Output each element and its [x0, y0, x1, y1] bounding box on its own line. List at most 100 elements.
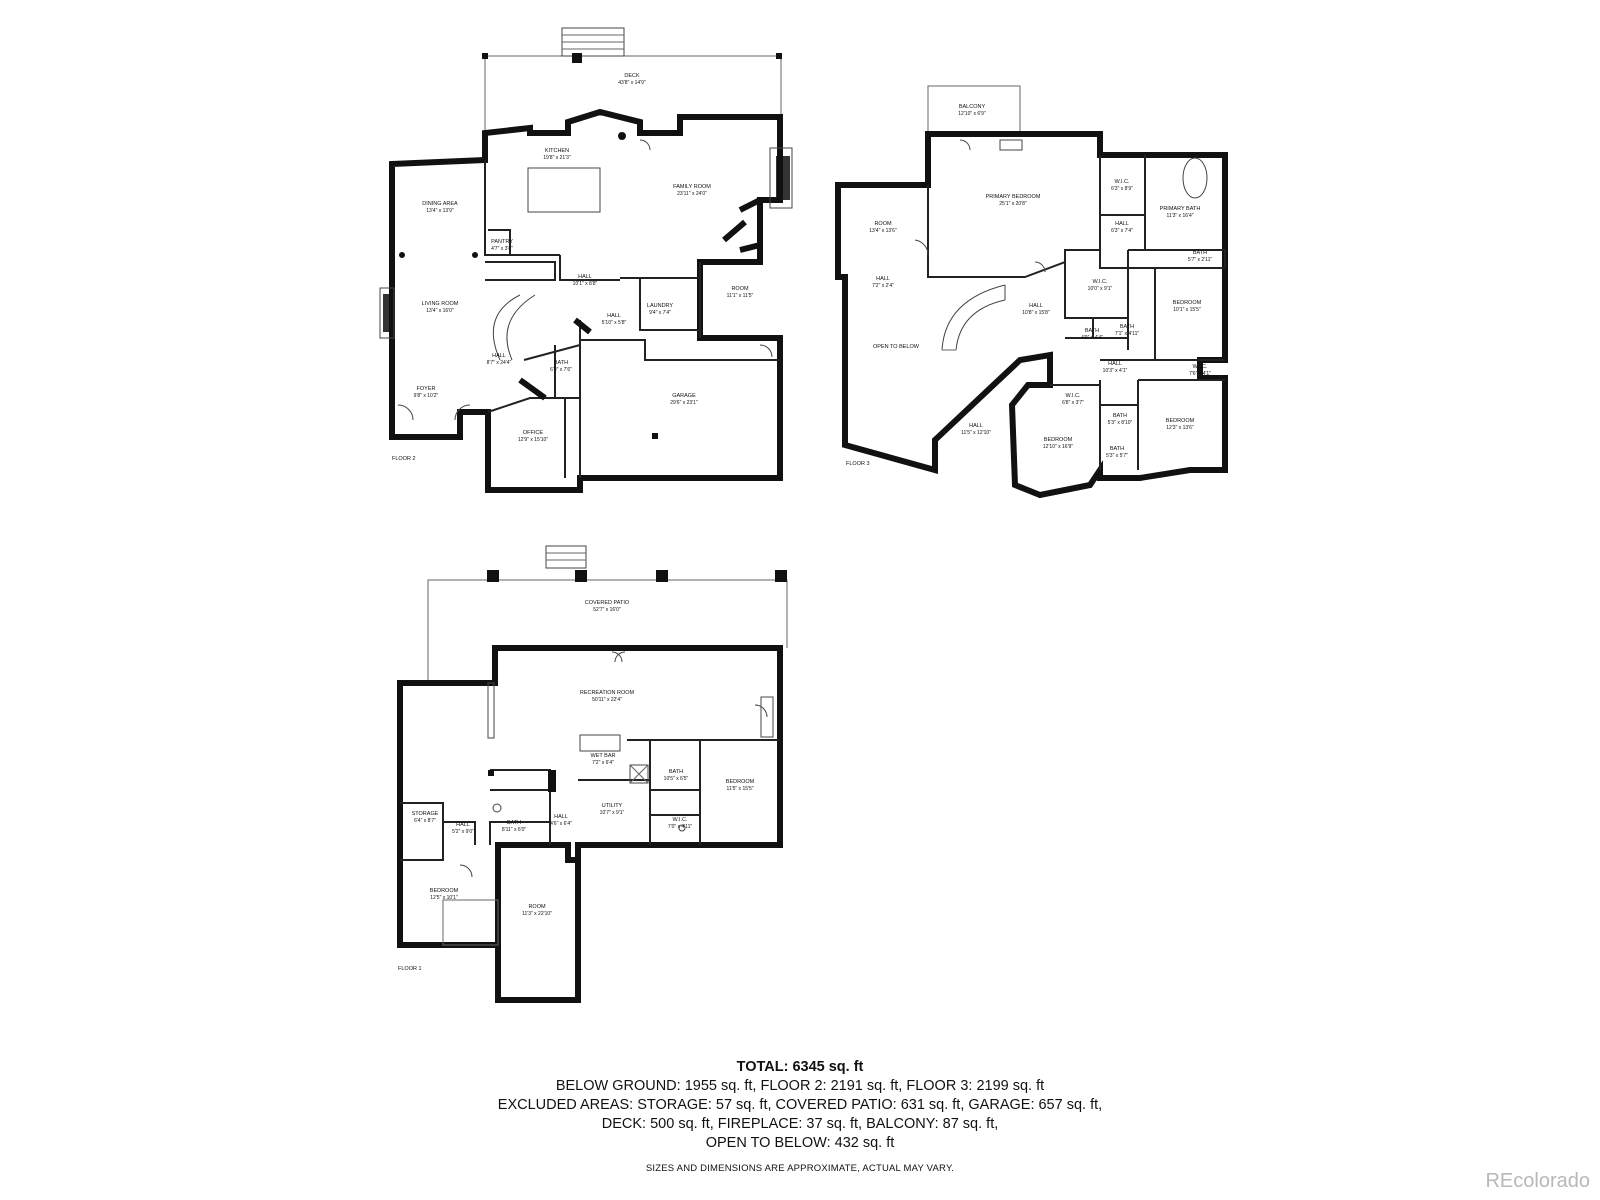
room-hall-2-name: HALL [607, 313, 621, 319]
room-utility-name: UTILITY [602, 803, 623, 809]
room-bath-3-name: BATH [1120, 324, 1134, 330]
room-bath-3-dims: 7'1" x 4'11" [1115, 331, 1139, 337]
deck-outline [484, 55, 782, 133]
room-hall-6-name: HALL [1029, 303, 1043, 309]
room-bedroom-5-dims: 12'5" x 10'1" [430, 895, 458, 901]
room-hall-1-name: HALL [578, 274, 592, 280]
room-bath-name: BATH [554, 360, 568, 366]
room-bath-4-dims: 5'3" x 8'10" [1108, 420, 1133, 426]
floor-2-plan [379, 27, 793, 493]
room-hall-5-dims: 7'2" x 2'4" [872, 283, 894, 289]
room-primary-bath-name: PRIMARY BATH [1160, 206, 1201, 212]
room-primary-dims: 25'1" x 20'8" [999, 201, 1027, 207]
room-bath-4-name: BATH [1113, 413, 1127, 419]
room-foyer-name: FOYER [417, 386, 436, 392]
room-bath-2-name: BATH [1085, 328, 1099, 334]
room-bedroom-3-name: BEDROOM [1044, 437, 1073, 443]
room-wic-1-dims: 6'3" x 8'9" [1111, 186, 1133, 192]
room-laundry-name: LAUNDRY [647, 303, 674, 309]
area-summary: TOTAL: 6345 sq. ft BELOW GROUND: 1955 sq… [0, 1058, 1600, 1153]
room-hall-8-name: HALL [969, 423, 983, 429]
floor-1-exterior-wall [397, 645, 783, 948]
room-bath-5-dims: 5'3" x 5'7" [1106, 453, 1128, 459]
floor-3-plan [835, 85, 1228, 499]
room-room1-name: ROOM [528, 904, 546, 910]
summary-line-3: DECK: 500 sq. ft, FIREPLACE: 37 sq. ft, … [601, 1116, 999, 1132]
kitchen-island [527, 167, 601, 213]
floor-2-label: FLOOR 2 [392, 456, 416, 462]
room-hall-9-name: HALL [456, 822, 470, 828]
room-bath-1-name: BATH [1193, 250, 1207, 256]
room-rec-dims: 50'11" x 22'4" [592, 697, 622, 703]
room-wic-4-name: W.I.C. [1066, 393, 1081, 399]
room-bath-7-dims: 8'11" x 6'0" [502, 827, 526, 833]
room-hall-10-name: HALL [554, 814, 568, 820]
room-office-name: OFFICE [523, 430, 543, 436]
room-hall-1-dims: 10'1" x 8'8" [573, 281, 598, 287]
room-wet-bar-name: WET BAR [591, 753, 616, 759]
room-rec-name: RECREATION ROOM [580, 690, 635, 696]
floor-1-labels: COVERED PATIO 52'7" x 16'0" RECREATION R… [398, 600, 755, 972]
room-balcony-dims: 12'10" x 6'9" [958, 111, 986, 117]
room-wic-5-dims: 7'0" x 4'11" [668, 824, 692, 830]
floor-1-label: FLOOR 1 [398, 966, 422, 972]
room-bedroom-4-dims: 11'5" x 15'5" [726, 786, 753, 792]
room-hall-4-name: HALL [1115, 221, 1129, 227]
room-bath-5-name: BATH [1110, 446, 1124, 452]
room-wic-2-name: W.I.C. [1093, 279, 1108, 285]
balcony-outline [927, 85, 1021, 135]
room-kitchen-dims: 19'8" x 21'3" [543, 155, 571, 161]
room-patio-dims: 52'7" x 16'0" [593, 607, 621, 613]
room-wic-3-dims: 7'6" x 4'1" [1189, 371, 1211, 377]
room-bath-dims: 6'0" x 7'6" [550, 367, 572, 373]
room-bath-6-dims: 10'5" x 6'5" [664, 776, 689, 782]
room-hall-3-dims: 8'7" x 24'4" [487, 360, 512, 366]
floor-3-labels: BALCONY 12'10" x 6'9" PRIMARY BEDROOM 25… [846, 104, 1212, 467]
room-wic-3-name: W.I.C. [1193, 364, 1208, 370]
room-wic-1-name: W.I.C. [1115, 179, 1130, 185]
room-bedroom-2-name: BEDROOM [1166, 418, 1195, 424]
room-laundry-dims: 9'4" x 7'4" [649, 310, 671, 316]
room-hall-8-dims: 11'5" x 12'10" [961, 430, 991, 436]
floor-2-labels: DECK 43'8" x 14'9" KITCHEN 19'8" x 21'3"… [392, 73, 754, 462]
room-utility-dims: 10'7" x 9'1" [600, 810, 625, 816]
room-pantry-name: PANTRY [491, 239, 513, 245]
floor-1-plan [397, 545, 788, 1003]
room-living-dims: 13'4" x 16'0" [426, 308, 454, 314]
room-room1-dims: 11'3" x 22'10" [522, 911, 552, 917]
room-office-dims: 12'9" x 15'10" [518, 437, 548, 443]
room-garage-name: GARAGE [672, 393, 696, 399]
room-hall-10-dims: 4'6" x 6'4" [550, 821, 572, 827]
room-deck-dims: 43'8" x 14'9" [618, 80, 646, 86]
patio-stairs [545, 545, 587, 569]
room-wic-5-name: W.I.C. [673, 817, 688, 823]
room-dining-name: DINING AREA [422, 201, 458, 207]
room-room-dims: 11'1" x 11'5" [727, 293, 754, 299]
room-hall-7-name: HALL [1108, 361, 1122, 367]
wet-bar-counter [579, 734, 621, 752]
room-storage-dims: 6'4" x 8'7" [414, 818, 436, 824]
room-balcony-name: BALCONY [959, 104, 986, 110]
room-storage-name: STORAGE [412, 811, 439, 817]
room-primary-name: PRIMARY BEDROOM [986, 194, 1041, 200]
room-dining-dims: 13'4" x 13'9" [426, 208, 454, 214]
room-deck-name: DECK [624, 73, 640, 79]
room-living-name: LIVING ROOM [422, 301, 459, 307]
summary-line-2: EXCLUDED AREAS: STORAGE: 57 sq. ft, COVE… [497, 1097, 1103, 1113]
room-bedroom-4-name: BEDROOM [726, 779, 755, 785]
summary-line-4: OPEN TO BELOW: 432 sq. ft [705, 1135, 895, 1151]
room-hall-9-dims: 5'2" x 9'0" [452, 829, 474, 835]
room-bedroom-5-name: BEDROOM [430, 888, 459, 894]
room-bedroom-1-name: BEDROOM [1173, 300, 1202, 306]
room-wic-4-dims: 6'8" x 3'7" [1062, 400, 1084, 406]
disclaimer: SIZES AND DIMENSIONS ARE APPROXIMATE, AC… [645, 1163, 955, 1174]
room-hall-3-name: HALL [492, 353, 506, 359]
room-bath-6-name: BATH [669, 769, 683, 775]
room-patio-name: COVERED PATIO [585, 600, 630, 606]
room-wet-bar-dims: 7'2" x 6'4" [592, 760, 614, 766]
room-hall-4-dims: 6'3" x 7'4" [1111, 228, 1133, 234]
room-room3-name: ROOM [874, 221, 892, 227]
room-bath-7-name: BATH [507, 820, 521, 826]
room-kitchen-name: KITCHEN [545, 148, 569, 154]
